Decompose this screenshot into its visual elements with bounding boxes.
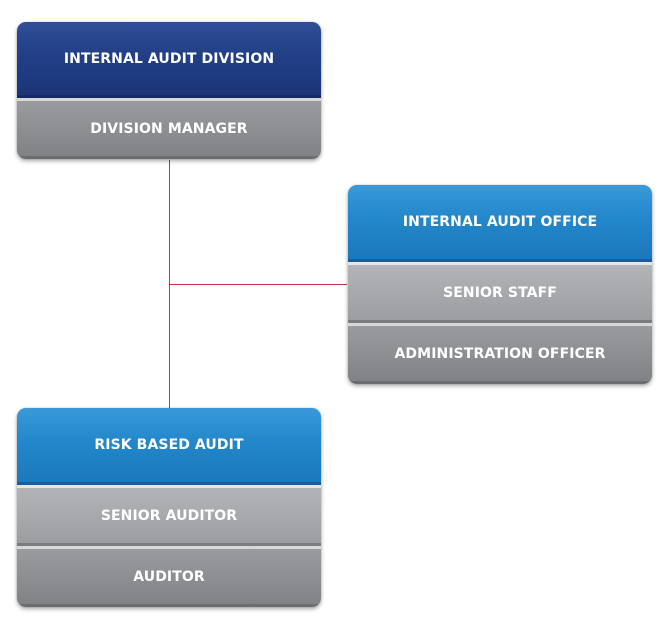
administration-officer-role: ADMINISTRATION OFFICER — [348, 323, 652, 384]
senior-staff-role: SENIOR STAFF — [348, 262, 652, 323]
division-manager-role: DIVISION MANAGER — [17, 98, 321, 159]
internal-audit-office-box: INTERNAL AUDIT OFFICE SENIOR STAFF ADMIN… — [348, 185, 652, 384]
auditor-role: AUDITOR — [17, 546, 321, 607]
connector-horizontal — [169, 284, 347, 285]
risk-based-audit-box: RISK BASED AUDIT SENIOR AUDITOR AUDITOR — [17, 408, 321, 607]
division-title: INTERNAL AUDIT DIVISION — [17, 22, 321, 98]
internal-audit-office-title: INTERNAL AUDIT OFFICE — [348, 185, 652, 262]
senior-auditor-role: SENIOR AUDITOR — [17, 485, 321, 546]
division-box: INTERNAL AUDIT DIVISION DIVISION MANAGER — [17, 22, 321, 159]
risk-based-audit-title: RISK BASED AUDIT — [17, 408, 321, 485]
